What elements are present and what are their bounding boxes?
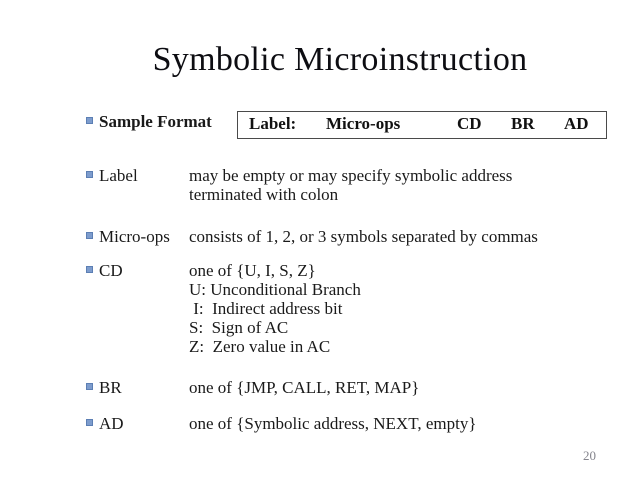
description-line: Z: Zero value in AC <box>189 337 331 356</box>
description-line: may be empty or may specify symbolic add… <box>189 166 513 185</box>
format-field-micro-ops: Micro-ops <box>326 114 401 133</box>
definition-term: CD <box>99 261 123 280</box>
bullet-icon <box>86 266 93 273</box>
bullet-icon <box>86 383 93 390</box>
definition-description: one of {U, I, S, Z} U: Unconditional Bra… <box>189 261 629 356</box>
description-line: one of {Symbolic address, NEXT, empty} <box>189 414 477 433</box>
format-field-label: Label: <box>249 114 297 133</box>
definition-description: consists of 1, 2, or 3 symbols separated… <box>189 227 629 246</box>
description-line: one of {U, I, S, Z} <box>189 261 316 280</box>
sample-format-label: Sample Format <box>99 112 212 131</box>
bullet-icon <box>86 171 93 178</box>
definition-term: BR <box>99 378 122 397</box>
page-title: Symbolic Microinstruction <box>152 41 528 78</box>
description-line: terminated with colon <box>189 185 339 204</box>
format-field-cd: CD <box>457 114 482 133</box>
description-line: S: Sign of AC <box>189 318 289 337</box>
bullet-icon <box>86 232 93 239</box>
description-line: consists of 1, 2, or 3 symbols separated… <box>189 227 538 246</box>
bullet-icon <box>86 419 93 426</box>
definition-description: one of {JMP, CALL, RET, MAP} <box>189 378 629 397</box>
bullet-icon <box>86 117 93 124</box>
definition-term: Micro-ops <box>99 227 170 246</box>
definition-description: may be empty or may specify symbolic add… <box>189 166 629 204</box>
format-field-ad: AD <box>564 114 589 133</box>
description-line: one of {JMP, CALL, RET, MAP} <box>189 378 420 397</box>
page-number: 20 <box>583 448 596 463</box>
format-box: Label: Micro-ops CD BR AD <box>237 111 607 139</box>
definition-term: Label <box>99 166 138 185</box>
definition-description: one of {Symbolic address, NEXT, empty} <box>189 414 629 433</box>
description-line: U: Unconditional Branch <box>189 280 361 299</box>
definition-term: AD <box>99 414 124 433</box>
format-field-br: BR <box>511 114 535 133</box>
description-line: I: Indirect address bit <box>189 299 343 318</box>
